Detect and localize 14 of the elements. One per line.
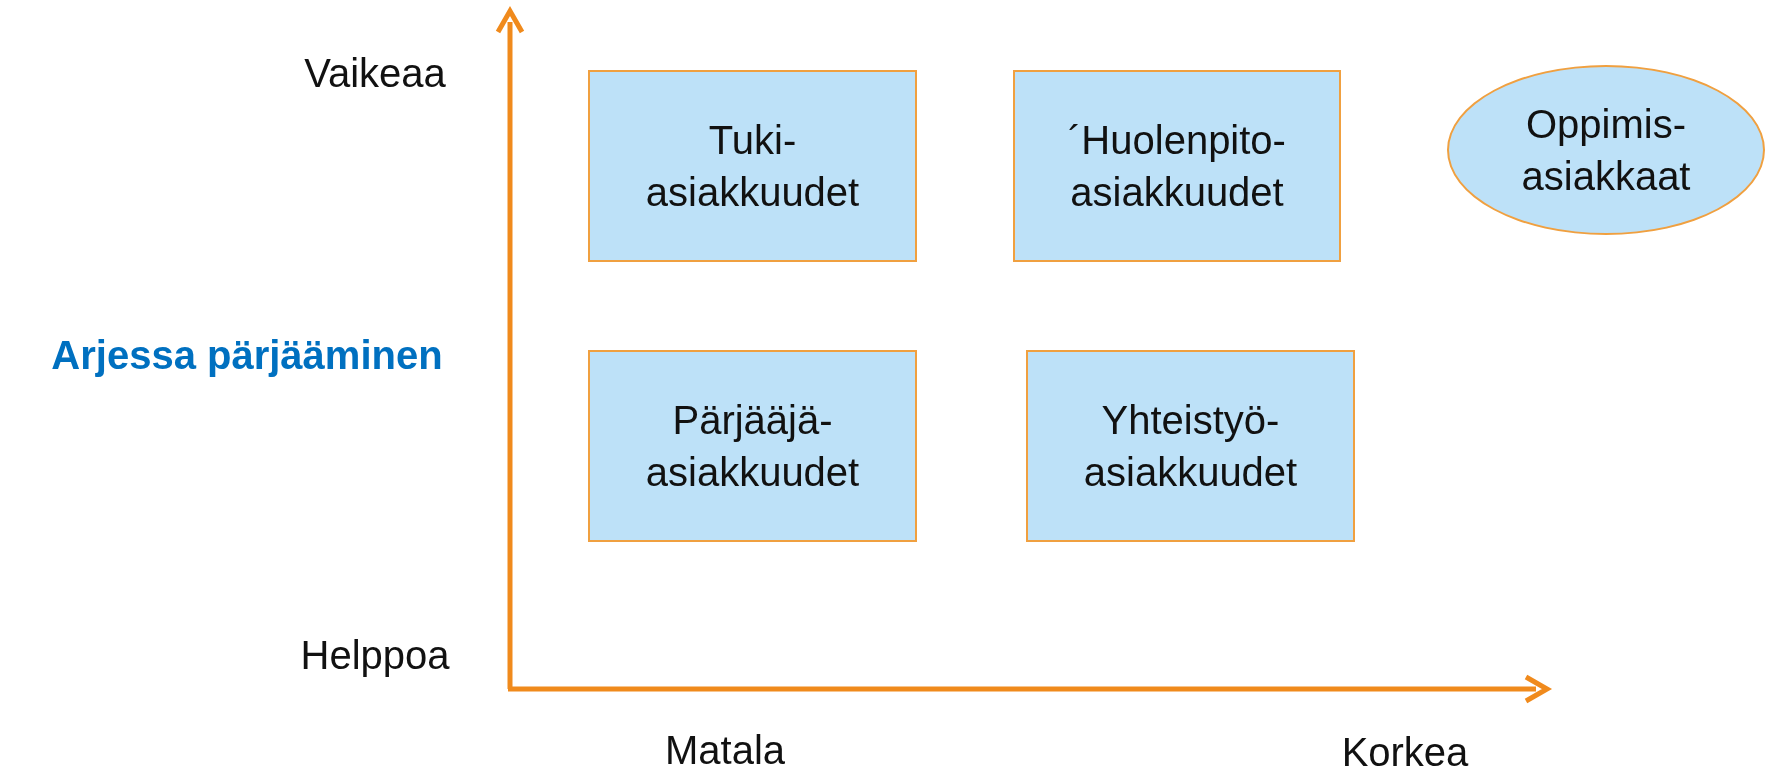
category-box [588,70,917,262]
category-label: Pärjääjä- asiakkuudet [644,397,861,496]
axis-title: Arjessa pärjääminen [51,332,443,378]
category-box [588,350,917,542]
category-label: Tuki- asiakkuudet [644,117,861,216]
axis-value-label: Helppoa [300,632,450,678]
axis-value-label: Korkea [1341,729,1469,775]
category-box [1026,350,1355,542]
axis-value-label: Vaikeaa [304,50,446,96]
category-label: Yhteistyö- asiakkuudet [1082,397,1299,496]
category-label: Oppimis- asiakkaat [1520,101,1692,200]
axis-value-label: Matala [664,727,786,773]
category-box [1013,70,1341,262]
category-label: ´Huolenpito- asiakkuudet [1067,117,1287,216]
